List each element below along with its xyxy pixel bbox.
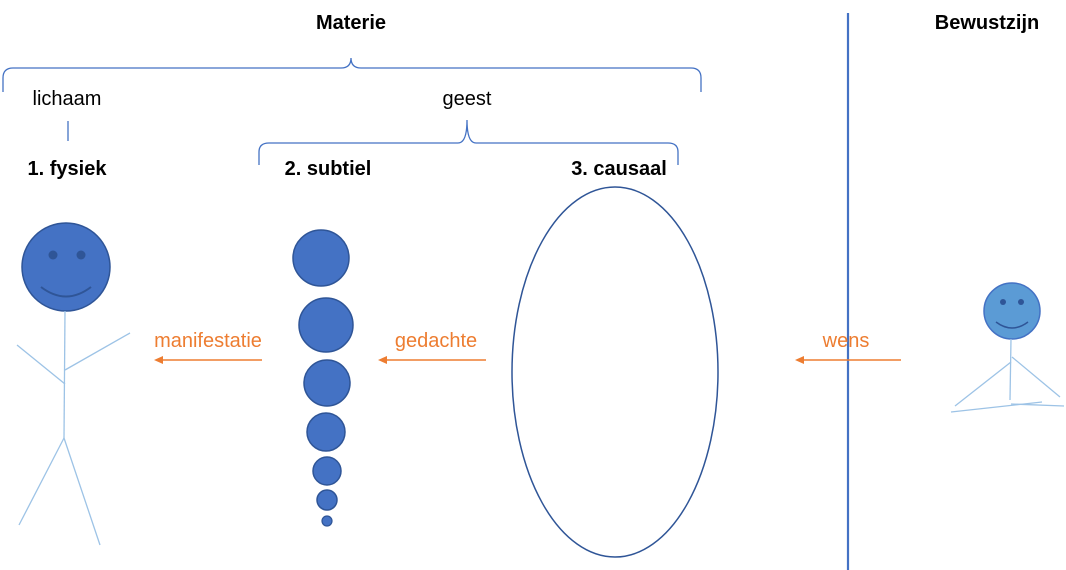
geest-brace <box>258 119 679 165</box>
heading-bewustzijn: Bewustzijn <box>935 12 1039 34</box>
meditating-figure-leg-right <box>1010 403 1065 407</box>
label-geest: geest <box>443 88 492 110</box>
meditating-figure-eye-right <box>1018 299 1024 305</box>
subtiel-circle-2 <box>298 297 354 353</box>
subtiel-circle-7 <box>321 515 333 527</box>
subtiel-circle-5 <box>312 456 342 486</box>
label-fysiek: 1. fysiek <box>28 158 108 180</box>
subtiel-circle-4 <box>306 412 346 452</box>
arrow-wens <box>795 356 901 364</box>
materie-brace <box>2 57 702 92</box>
label-subtiel: 2. subtiel <box>285 158 372 180</box>
stick-figure-body <box>63 310 66 439</box>
meditating-figure-eye-left <box>1000 299 1006 305</box>
label-wens: wens <box>822 330 870 352</box>
arrow-manifestatie <box>154 356 262 364</box>
stick-figure-eye-left <box>48 250 58 260</box>
meditating-figure <box>950 282 1065 413</box>
stick-figure <box>16 222 131 546</box>
meditating-figure-arm-left <box>954 361 1012 407</box>
subtiel-circle-3 <box>303 359 351 407</box>
stick-figure-leg-left <box>18 437 65 526</box>
meditating-figure-arm-right <box>1011 356 1061 398</box>
label-causaal: 3. causaal <box>571 158 667 180</box>
meditating-figure-head <box>983 282 1041 340</box>
subtiel-circle-6 <box>316 489 338 511</box>
stick-figure-leg-right <box>63 437 101 546</box>
meditating-figure-body <box>1009 338 1012 401</box>
meditating-figure-leg-left <box>950 401 1043 413</box>
heading-materie: Materie <box>316 12 386 34</box>
stick-figure-arm-left <box>16 344 66 385</box>
label-gedachte: gedachte <box>395 330 477 352</box>
stick-figure-head <box>21 222 111 312</box>
causaal-ellipse <box>511 186 719 558</box>
stick-figure-arm-right <box>64 332 131 371</box>
meditating-figure-smile <box>995 321 1029 329</box>
arrow-gedachte <box>378 356 486 364</box>
label-manifestatie: manifestatie <box>154 330 262 352</box>
subtiel-circle-1 <box>292 229 350 287</box>
stick-figure-smile <box>40 286 92 298</box>
label-lichaam: lichaam <box>33 88 102 110</box>
subtiel-circles <box>292 229 354 527</box>
stick-figure-eye-right <box>76 250 86 260</box>
